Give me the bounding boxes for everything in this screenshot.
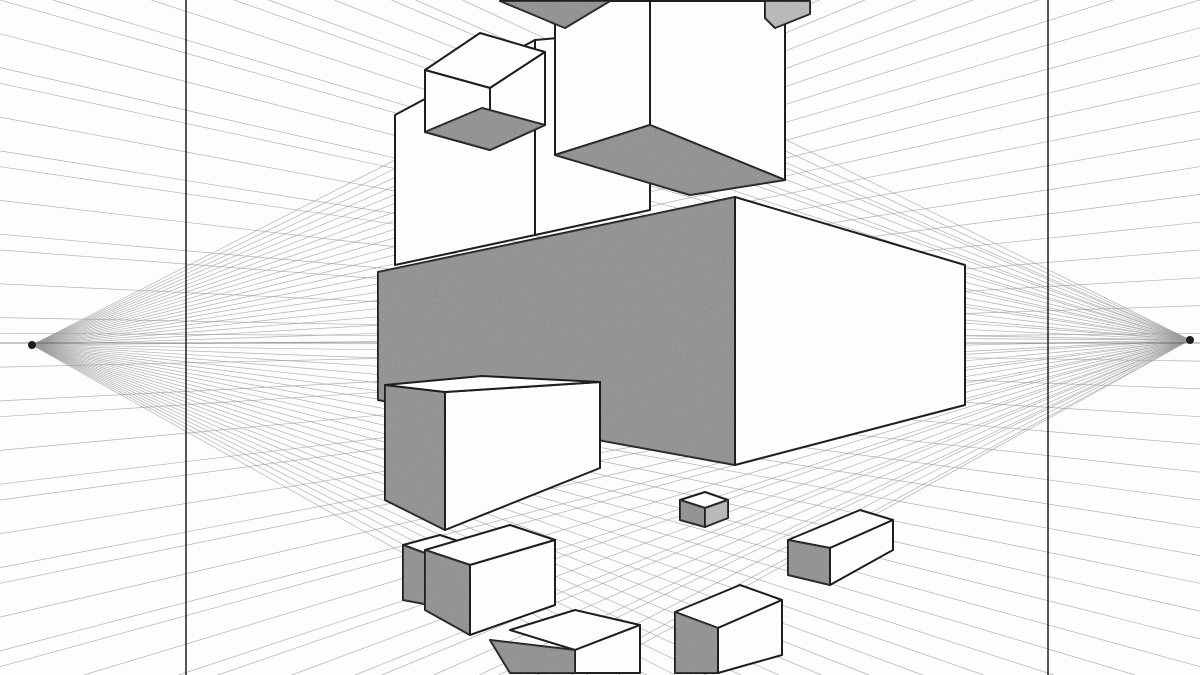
vanishing-point-right bbox=[1186, 336, 1194, 344]
bottom-center-box bbox=[489, 609, 641, 674]
small-upper-cube bbox=[424, 32, 546, 151]
shading-texture bbox=[555, 125, 785, 195]
box-face bbox=[384, 375, 601, 393]
left-floor-box bbox=[424, 524, 556, 636]
lower-front-box bbox=[384, 375, 601, 531]
guide-line-right bbox=[0, 339, 1191, 668]
shading-texture bbox=[425, 108, 545, 150]
guide-line-left bbox=[31, 344, 1200, 556]
guide-line-right bbox=[536, 339, 1191, 675]
shading-texture bbox=[788, 540, 830, 585]
guide-line-left bbox=[31, 344, 1136, 675]
top-right-small-box bbox=[764, 0, 811, 29]
guide-line-left bbox=[31, 344, 1200, 612]
shading-texture bbox=[680, 500, 705, 527]
guide-line-left bbox=[31, 344, 1200, 584]
shading-texture bbox=[675, 612, 718, 673]
shading-texture bbox=[403, 545, 430, 605]
large-upper-box bbox=[554, 0, 786, 196]
shading-texture bbox=[500, 1, 610, 28]
frame-lines bbox=[185, 0, 1049, 675]
guide-line-left bbox=[31, 344, 1054, 675]
box-face bbox=[469, 539, 556, 636]
shading-texture bbox=[490, 640, 575, 673]
shading-texture bbox=[705, 500, 728, 527]
box-face bbox=[829, 519, 894, 586]
guide-line-left bbox=[31, 344, 1200, 640]
box-face bbox=[717, 599, 783, 674]
guide-line-right bbox=[0, 339, 1191, 652]
tiny-floor-cube bbox=[679, 491, 729, 528]
guide-line-right bbox=[0, 339, 1191, 618]
shading-texture bbox=[765, 1, 810, 28]
right-floor-box bbox=[787, 509, 894, 586]
top-center-box bbox=[499, 0, 611, 29]
guide-line-left bbox=[31, 344, 984, 675]
bottom-right-box bbox=[674, 584, 783, 674]
vanishing-point-left bbox=[28, 341, 36, 349]
guide-line-left bbox=[31, 344, 621, 675]
box-face bbox=[734, 196, 966, 466]
guide-line-right bbox=[83, 339, 1191, 675]
boxes bbox=[377, 0, 966, 674]
shading-texture bbox=[385, 385, 445, 530]
shading-texture bbox=[425, 550, 470, 635]
guide-line-left bbox=[31, 344, 1200, 668]
